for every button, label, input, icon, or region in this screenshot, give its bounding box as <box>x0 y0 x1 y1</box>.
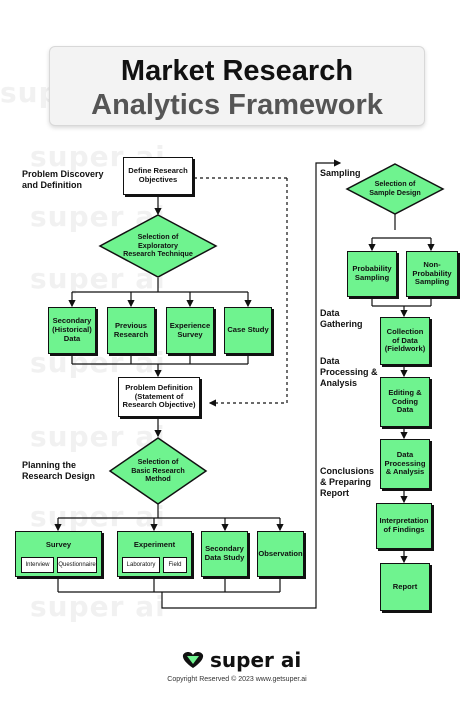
footer-brand: super ai <box>210 648 302 672</box>
section-label-gathering: Data Gathering <box>320 308 363 329</box>
section-label-conclusions: Conclusions & Preparing Report <box>320 466 375 498</box>
method-experiment-group: Experiment Laboratory Field <box>117 531 192 577</box>
technique-experience-survey: Experience Survey <box>166 307 214 354</box>
problem-definition-box: Problem Definition (Statement of Researc… <box>118 377 200 417</box>
technique-case-study: Case Study <box>224 307 272 354</box>
interpretation-box: Interpretation of Findings <box>376 503 432 549</box>
selection-exploratory-text: Selection of Exploratory Research Techni… <box>123 232 193 259</box>
method-observation: Observation <box>257 531 304 577</box>
collection-of-data-box: Collection of Data (Fieldwork) <box>380 317 430 365</box>
experiment-laboratory-box: Laboratory <box>122 557 160 573</box>
survey-questionnaire-box: Questionnaire <box>57 557 97 573</box>
report-box: Report <box>380 563 430 611</box>
section-label-sampling: Sampling <box>320 168 361 178</box>
data-processing-box: Data Processing & Analysis <box>380 439 430 489</box>
method-survey-group: Survey Interview Questionnaire <box>15 531 102 577</box>
method-survey-title: Survey <box>45 540 72 549</box>
selection-basic-diamond <box>108 437 208 505</box>
editing-coding-box: Editing & Coding Data <box>380 377 430 427</box>
define-objectives-box: Define Research Objectives <box>123 157 193 195</box>
survey-interview-box: Interview <box>21 557 54 573</box>
selection-sample-diamond <box>345 163 445 215</box>
selection-sample-text: Selection of Sample Design <box>369 179 421 197</box>
non-probability-sampling-box: Non-Probability Sampling <box>406 251 458 297</box>
method-secondary-data-study: Secondary Data Study <box>201 531 248 577</box>
selection-basic-text: Selection of Basic Research Method <box>131 457 185 484</box>
page-title: Market Research <box>120 55 354 87</box>
page-subtitle: Analytics Framework <box>91 89 383 121</box>
section-label-processing: Data Processing & Analysis <box>320 356 378 388</box>
footer-logo: super ai <box>182 648 301 672</box>
experiment-field-box: Field <box>163 557 187 573</box>
method-experiment-title: Experiment <box>133 540 176 549</box>
watermark: super ai <box>30 420 166 453</box>
selection-exploratory-diamond <box>98 214 218 278</box>
watermark: super ai <box>30 500 166 533</box>
section-label-problem: Problem Discovery and Definition <box>22 169 104 190</box>
super-ai-logo-icon <box>182 652 204 668</box>
technique-previous-research: Previous Research <box>107 307 155 354</box>
probability-sampling-box: Probability Sampling <box>347 251 397 297</box>
section-label-planning: Planning the Research Design <box>22 460 96 481</box>
copyright-text: Copyright Reserved © 2023 www.getsuper.a… <box>167 676 307 683</box>
technique-secondary-data: Secondary (Historical) Data <box>48 307 96 354</box>
title-card: Market Research Analytics Framework <box>49 46 425 126</box>
watermark: super ai <box>30 590 166 623</box>
